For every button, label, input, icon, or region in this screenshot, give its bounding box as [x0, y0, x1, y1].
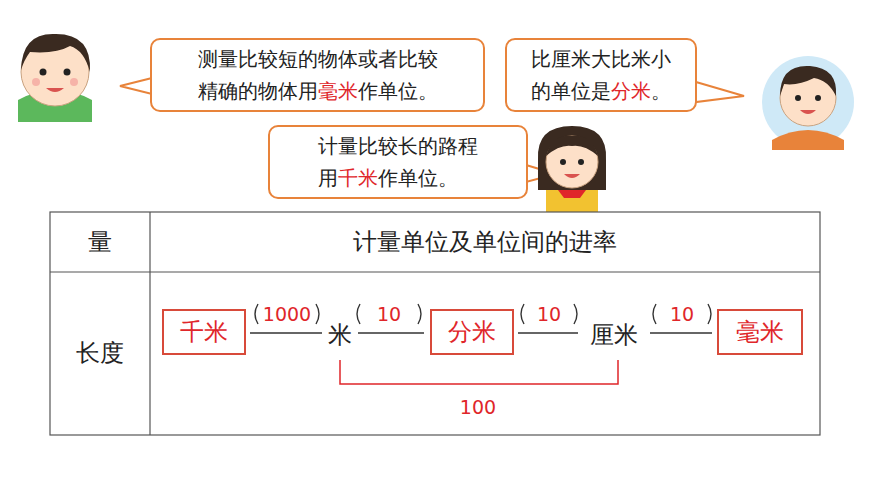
table-grid	[50, 212, 820, 435]
text-line: 千米	[180, 316, 228, 348]
table-text: 量	[88, 226, 112, 258]
bubble-text: 。	[651, 79, 671, 103]
girl-figure	[538, 126, 606, 212]
table-text: 米	[328, 319, 352, 351]
bubble-text: 千米	[180, 318, 228, 346]
text-line: 测量比较短的物体或者比较精确的物体用毫米作单位。	[198, 43, 438, 107]
table-text: 长度	[76, 337, 124, 369]
rate-number: 10	[670, 303, 694, 325]
rate-number: 10	[377, 303, 401, 325]
table-text: 厘米	[590, 319, 638, 351]
bubble-text: 毫米	[318, 79, 358, 103]
speech-bubble: 比厘米大比米小的单位是分米。	[505, 38, 697, 112]
speech-bubble: 测量比较短的物体或者比较精确的物体用毫米作单位。	[150, 38, 485, 112]
speech-bubble: 计量比较长的路程用千米作单位。	[268, 125, 528, 199]
text-line: 比厘米大比米小的单位是分米。	[531, 43, 671, 107]
text-line: 计量比较长的路程用千米作单位。	[318, 130, 478, 194]
bracket	[340, 360, 618, 384]
bubble-tail	[120, 78, 152, 94]
boy-figure	[18, 34, 92, 122]
unit-box: 分米	[430, 309, 514, 355]
bubble-text: 毫米	[736, 318, 784, 346]
unit-box: 千米	[162, 309, 246, 355]
bubble-text: 作单位。	[378, 166, 458, 190]
rate-number: 10	[537, 303, 561, 325]
bubble-text: 分米	[448, 318, 496, 346]
text-line: 毫米	[736, 316, 784, 348]
bubble-tail	[696, 82, 744, 102]
table-text: 计量单位及单位间的进率	[353, 226, 617, 258]
unit-box: 毫米	[717, 309, 803, 355]
rate-number: 100	[460, 396, 496, 418]
bubble-text: 分米	[611, 79, 651, 103]
boy-figure	[762, 56, 854, 150]
rate-number: 1000	[263, 303, 311, 325]
bubble-text: 作单位。	[358, 79, 438, 103]
bubble-text: 千米	[338, 166, 378, 190]
text-line: 分米	[448, 316, 496, 348]
